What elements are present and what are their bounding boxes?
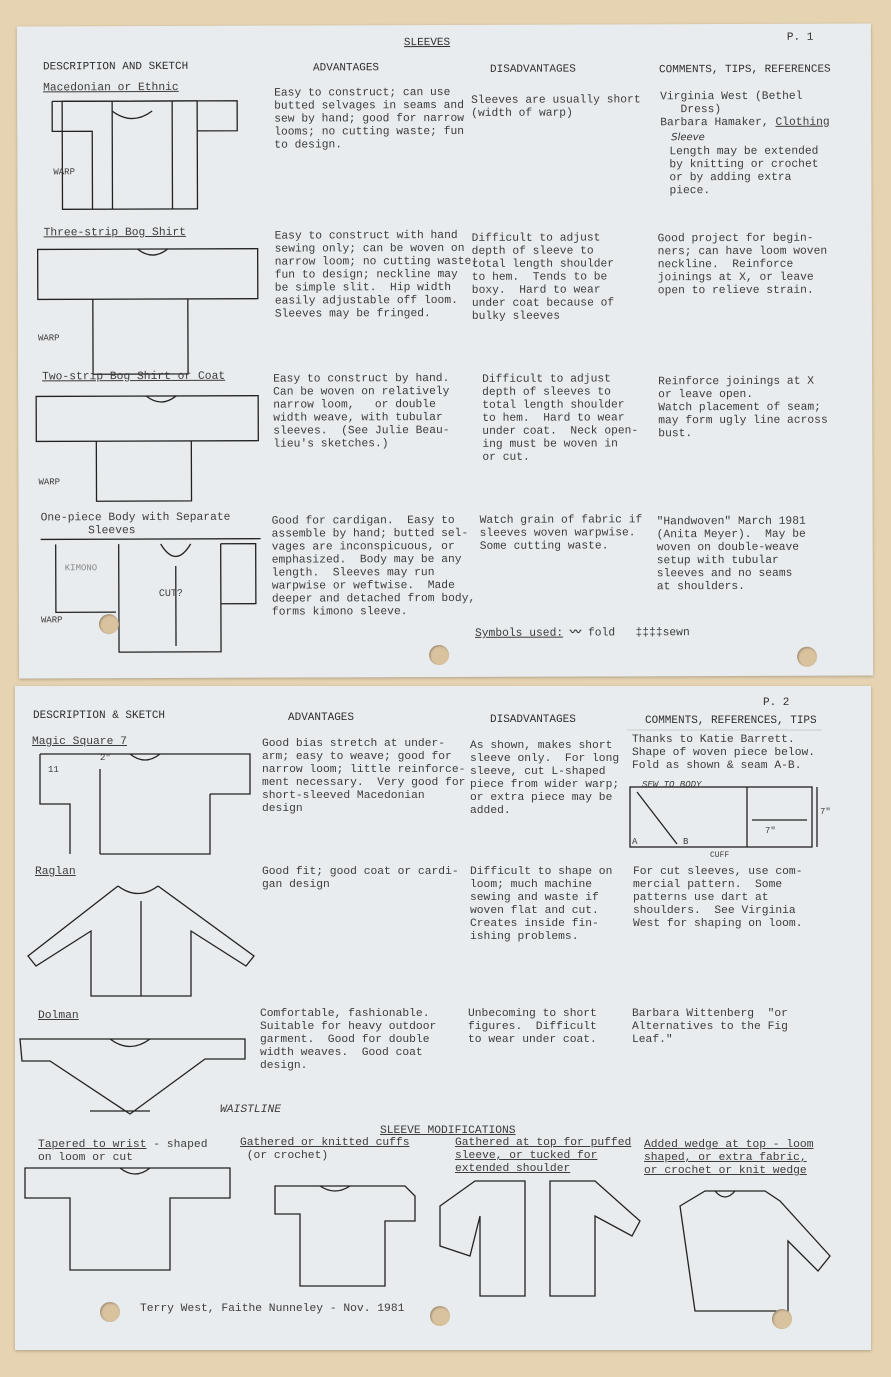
row-name: Three-strip Bog Shirt	[43, 226, 186, 240]
advantages-cell: Good bias stretch at under- arm; easy to…	[262, 738, 466, 815]
page-number: P. 1	[786, 31, 814, 44]
page-2-sheet: P. 2 DESCRIPTION & SKETCH ADVANTAGES DIS…	[15, 686, 871, 1350]
punch-hole	[797, 646, 818, 667]
disadvantages-cell: Watch grain of fabric if sleeves woven w…	[479, 514, 643, 553]
tapered-sketch	[24, 1167, 231, 1271]
sketch-dim: 11	[48, 765, 59, 775]
sketch-label: WARP	[38, 477, 61, 488]
comments-cell: Virginia West (Bethel Dress) Barbara Ham…	[660, 91, 830, 131]
header-comments: COMMENTS, TIPS, REFERENCES	[659, 63, 831, 77]
page-number: P. 2	[763, 697, 790, 709]
header-comments: COMMENTS, REFERENCES, TIPS	[645, 715, 817, 727]
modification-wedge: Added wedge at top - loom shaped, or ext…	[644, 1139, 814, 1177]
two-strip-sketch	[35, 395, 259, 502]
macedonian-sketch	[51, 100, 238, 210]
fold-symbol-icon: 〰	[569, 627, 582, 640]
woven-piece-diagram	[627, 729, 822, 848]
advantages-cell: Easy to construct with hand sewing only;…	[274, 229, 479, 321]
diagram-label-a: A	[632, 837, 638, 847]
advantages-cell: Comfortable, fashionable. Suitable for h…	[260, 1008, 437, 1072]
header-advantages: ADVANTAGES	[288, 712, 355, 724]
modification-detail: - shaped on loom or cut	[38, 1139, 208, 1164]
sewn-label: sewn	[662, 627, 690, 640]
puffed-sketch	[439, 1180, 641, 1297]
diagram-label-b: B	[683, 837, 689, 847]
diagram-label-cuff: CUFF	[710, 851, 730, 860]
row-name: Magic Square 7	[32, 736, 127, 748]
page-1-sheet: SLEEVES P. 1 DESCRIPTION AND SKETCH ADVA…	[16, 23, 874, 679]
modifications-title: SLEEVE MODIFICATIONS	[380, 1125, 516, 1137]
disadvantages-cell: Difficult to shape on loom; much machine…	[470, 866, 613, 943]
comments-cell: "Handwoven" March 1981 (Anita Meyer). Ma…	[656, 515, 806, 594]
punch-hole	[772, 1309, 792, 1329]
sewn-symbol-icon: ‡‡‡‡	[635, 627, 663, 640]
page-title: SLEEVES	[403, 36, 451, 50]
comments-cell: For cut sleeves, use com- mercial patter…	[633, 866, 803, 930]
modification-puffed: Gathered at top for puffed sleeve, or tu…	[455, 1137, 632, 1175]
comments-cell: Good project for begin- ners; can have l…	[657, 232, 828, 298]
one-piece-sketch	[40, 537, 261, 653]
sketch-label-cut: CUT?	[158, 588, 183, 601]
sketch-label-kimono: KIMONO	[64, 563, 98, 574]
sketch-label: WARP	[40, 615, 63, 626]
row-name: Macedonian or Ethnic	[43, 81, 179, 95]
modification-title: Tapered to wrist	[38, 1139, 147, 1151]
header-disadvantages: DISADVANTAGES	[489, 63, 576, 76]
punch-hole	[429, 644, 450, 666]
row-name: Raglan	[35, 866, 76, 878]
disadvantages-cell: Unbecoming to short figures. Difficult t…	[468, 1008, 597, 1046]
handwritten-note: Sleeve	[671, 132, 705, 144]
row-name: Dolman	[38, 1010, 79, 1022]
header-description: DESCRIPTION & SKETCH	[33, 710, 166, 722]
header-disadvantages: DISADVANTAGES	[490, 714, 576, 726]
punch-hole	[430, 1306, 450, 1326]
disadvantages-cell: As shown, makes short sleeve only. For l…	[470, 740, 620, 817]
row-name: One-piece Body with Separate Sleeves	[40, 511, 231, 538]
sketch-label: WARP	[37, 333, 60, 344]
advantages-cell: Easy to construct by hand. Can be woven …	[273, 372, 450, 451]
bog-shirt-sketch	[36, 248, 259, 375]
disadvantages-cell: Difficult to adjust depth of sleeves to …	[482, 373, 639, 464]
symbols-legend: Symbols used: 〰 fold ‡‡‡‡sewn	[475, 627, 690, 641]
modification-cuffs: Gathered or knitted cuffs (or crochet)	[240, 1137, 409, 1163]
header-advantages: ADVANTAGES	[312, 62, 380, 75]
footer-credits: Terry West, Faithe Nunneley - Nov. 1981	[140, 1303, 405, 1315]
comments-extra: Length may be extended by knitting or cr…	[669, 145, 819, 198]
magic-square-sketch	[39, 753, 251, 855]
modification-detail: (or crochet)	[246, 1150, 329, 1162]
punch-hole	[100, 1302, 120, 1322]
sketch-dim: 2"	[100, 753, 111, 763]
modification-tapered: Tapered to wrist - shaped on loom or cut	[38, 1139, 207, 1165]
advantages-cell: Good fit; good coat or cardi- gan design	[262, 866, 459, 891]
fold-label: fold	[587, 627, 616, 640]
row-name: Two-strip Bog Shirt or Coat	[42, 370, 226, 384]
wedge-sketch	[679, 1190, 831, 1312]
disadvantages-cell: Sleeves are usually short (width of warp…	[471, 94, 641, 120]
comments-cell: Barbara Wittenberg "or Alternatives to t…	[632, 1008, 788, 1046]
symbols-label: Symbols used:	[474, 627, 564, 640]
comments-book-title: Clothing	[775, 116, 830, 129]
cuffs-sketch	[274, 1185, 416, 1287]
punch-hole	[98, 614, 119, 635]
comments-cell: Thanks to Katie Barrett. Shape of woven …	[632, 734, 816, 772]
modification-title: Gathered or knitted cuffs	[240, 1137, 410, 1149]
comments-cell: Reinforce joinings at X or leave open. W…	[658, 375, 828, 441]
disadvantages-cell: Difficult to adjust depth of sleeve to t…	[471, 232, 615, 323]
diagram-dim: 7"	[820, 807, 831, 817]
advantages-cell: Easy to construct; can use butted selvag…	[274, 86, 465, 152]
advantages-cell: Good for cardigan. Easy to assemble by h…	[271, 514, 476, 619]
diagram-dim: 7"	[765, 826, 776, 836]
diagram-label-sew-to-body: SEW TO BODY	[642, 780, 702, 790]
dolman-sketch	[19, 1038, 246, 1115]
sketch-label: WARP	[53, 167, 76, 178]
raglan-sketch	[27, 885, 255, 997]
header-description: DESCRIPTION AND SKETCH	[42, 60, 189, 74]
waistline-label: WAISTLINE	[220, 1104, 282, 1116]
